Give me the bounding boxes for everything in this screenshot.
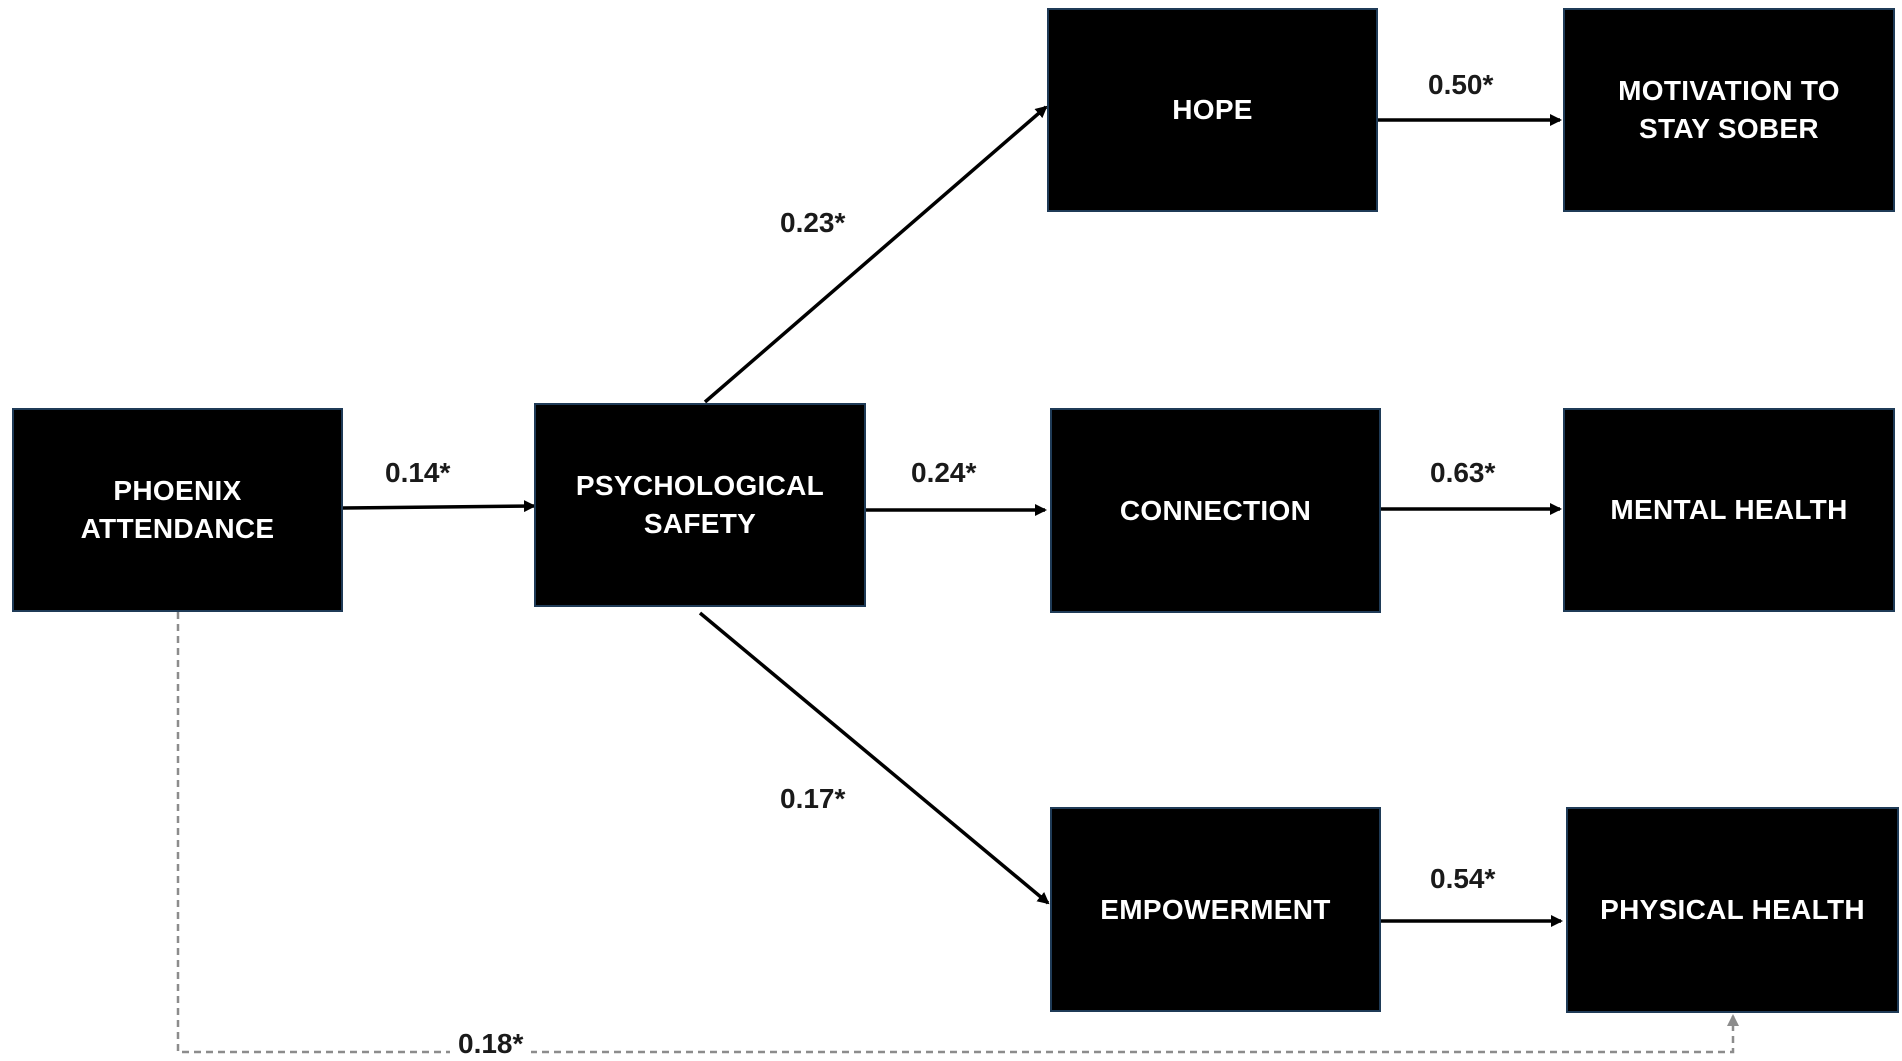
- node-label: PSYCHOLOGICAL SAFETY: [575, 470, 825, 539]
- arrow-phoenix-to-psych-safety: [342, 500, 536, 513]
- node-hope: HOPE: [1047, 8, 1378, 212]
- coefficient-psych-safety-hope: 0.23*: [780, 207, 846, 238]
- node-phoenix-attendance: PHOENIX ATTENDANCE: [12, 408, 343, 612]
- coefficient-phoenix-physical-health-direct: 0.18*: [450, 1028, 532, 1060]
- dashed-arrow-phoenix-to-physical-health: [176, 612, 1739, 1054]
- node-mental-health: MENTAL HEALTH: [1563, 408, 1895, 612]
- coefficient-psych-safety-connection: 0.24*: [911, 457, 977, 488]
- coefficient-connection-mental-health: 0.63*: [1430, 457, 1496, 488]
- node-label: PHOENIX ATTENDANCE: [80, 475, 275, 544]
- coefficient-psych-safety-empowerment: 0.17*: [780, 783, 846, 814]
- arrow-psych-safety-to-hope: [703, 105, 1048, 404]
- node-motivation-to-stay-sober: MOTIVATION TO STAY SOBER: [1563, 8, 1895, 212]
- node-label: CONNECTION: [1119, 494, 1312, 526]
- node-physical-health: PHYSICAL HEALTH: [1566, 807, 1899, 1013]
- node-label: HOPE: [1172, 94, 1253, 125]
- node-label: EMPOWERMENT: [1100, 893, 1331, 925]
- node-psychological-safety: PSYCHOLOGICAL SAFETY: [534, 403, 866, 607]
- node-label: MOTIVATION TO STAY SOBER: [1618, 75, 1840, 144]
- arrow-psych-safety-to-empowerment: [698, 611, 1050, 905]
- coefficient-empowerment-physical-health: 0.54*: [1430, 863, 1496, 894]
- node-connection: CONNECTION: [1050, 408, 1381, 613]
- coefficient-hope-motivation: 0.50*: [1428, 69, 1494, 100]
- node-label: PHYSICAL HEALTH: [1600, 894, 1865, 925]
- node-label: MENTAL HEALTH: [1610, 494, 1848, 525]
- coefficient-phoenix-psych-safety: 0.14*: [385, 457, 451, 488]
- node-empowerment: EMPOWERMENT: [1050, 807, 1381, 1012]
